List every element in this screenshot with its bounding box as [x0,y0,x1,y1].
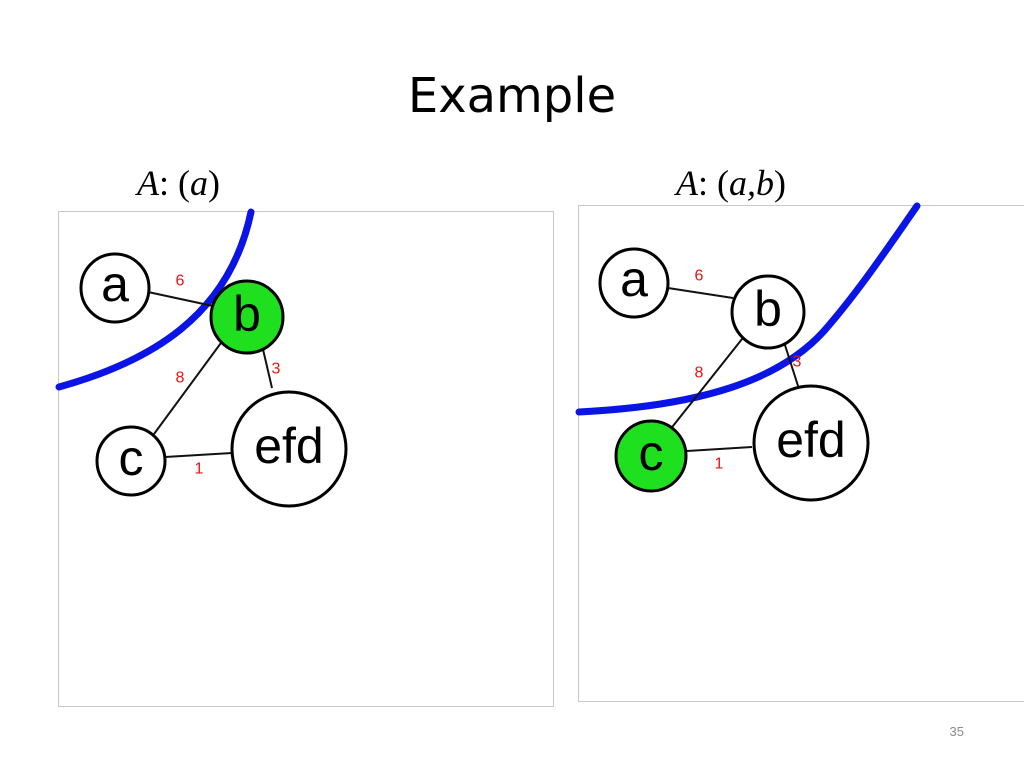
node-a-circle [79,252,151,324]
node-a-label: a [620,251,648,307]
slide-title: Example [407,68,617,124]
caption-left-prefix: A [137,163,159,203]
edge-a-b [667,287,734,299]
node-efd: efd [752,384,870,502]
weight-b-efd: 3 [793,354,802,371]
caption-right-sep: : ( [698,163,729,203]
edge-c-efd [164,452,233,458]
weight-a-b: 6 [176,273,185,290]
node-b-circle [730,274,806,350]
edge-b-c [668,333,747,432]
node-efd-label: efd [254,418,324,474]
node-c-label: c [639,425,664,481]
graph-panel-right: 6 8 3 1 a b c efd [575,202,1024,702]
cut-curve [575,202,921,416]
weight-c-efd: 1 [195,461,204,478]
edge-b-c [153,331,230,435]
node-b-label: b [754,281,782,337]
caption-right-suffix: ) [774,163,786,203]
caption-left-sep: : ( [159,163,190,203]
node-a: a [598,247,670,319]
weight-b-efd: 3 [272,361,281,378]
node-efd-circle [230,390,348,508]
node-c: c [614,419,688,493]
caption-left-suffix: ) [208,163,220,203]
weight-b-c: 8 [695,365,704,382]
weight-c-efd: 1 [715,456,724,473]
weight-b-c: 8 [176,370,185,387]
edge-b-efd [261,344,273,389]
node-b: b [730,274,806,350]
node-a-circle [598,247,670,319]
caption-right-prefix: A [676,163,698,203]
edge-c-efd [686,446,753,452]
caption-right-set: a,b [729,163,774,203]
node-c-circle [95,425,167,497]
node-b-circle [209,279,285,355]
node-efd-label: efd [776,412,846,468]
caption-left: A: (a) [137,163,220,203]
graph-diagram-right: 6 8 3 1 a b c efd [575,202,921,502]
edge-a-b [147,291,214,307]
node-c: c [95,425,167,497]
node-c-circle [614,419,688,493]
node-a: a [79,252,151,324]
page-number: 35 [949,724,964,739]
node-b-label: b [233,286,261,342]
graph-diagram-left: 6 8 3 1 a b c efd [55,208,348,508]
cut-curve [55,208,255,391]
node-b: b [209,279,285,355]
caption-right: A: (a,b) [676,163,786,203]
edge-b-efd [783,341,800,390]
node-efd-circle [752,384,870,502]
node-a-label: a [101,256,129,312]
caption-left-set: a [190,163,208,203]
node-c-label: c [119,430,144,486]
node-efd: efd [230,390,348,508]
graph-panel-left: 6 8 3 1 a b c efd [55,208,554,707]
weight-a-b: 6 [695,268,704,285]
